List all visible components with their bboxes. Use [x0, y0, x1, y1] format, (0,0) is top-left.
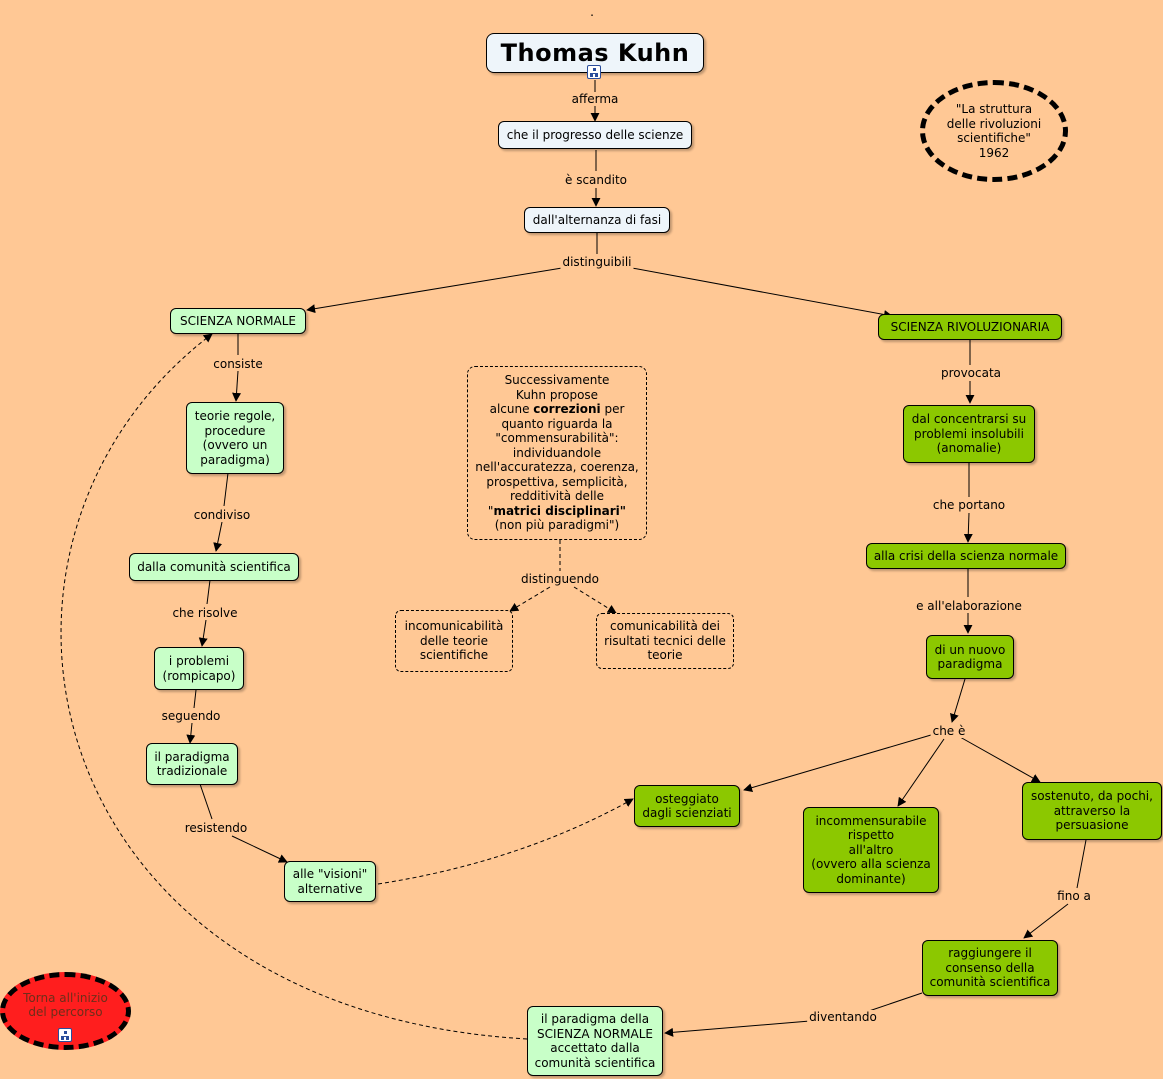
link-line	[509, 586, 551, 612]
node-crisi[interactable]: alla crisi della scienza normale	[866, 543, 1066, 569]
link-label-afferma: afferma	[569, 92, 621, 106]
node-paradigma-tradizionale[interactable]: il paradigma tradizionale	[146, 743, 238, 785]
link-line	[193, 689, 197, 709]
link-line	[186, 722, 196, 744]
node-teorie[interactable]: teorie regole, procedure (ovvero un para…	[186, 402, 284, 474]
link-line	[60, 333, 528, 1040]
node-nuovo-paradigma[interactable]: di un nuovo paradigma	[926, 635, 1014, 679]
link-line	[213, 521, 223, 552]
node-incommensurabile[interactable]: incommensurabile rispetto all'altro (ovv…	[803, 807, 939, 893]
correzioni-text: Successivamente Kuhn propose alcune corr…	[475, 373, 639, 533]
node-scienza-rivoluzionaria[interactable]: SCIENZA RIVOLUZIONARIA	[878, 314, 1062, 340]
link-line	[959, 736, 1041, 783]
link-line	[865, 992, 923, 1013]
top-mark: .	[590, 5, 594, 19]
link-line	[199, 783, 213, 820]
link-label-distinguendo: distinguendo	[518, 572, 602, 586]
node-sostenuto[interactable]: sostenuto, da pochi, attraverso la persu…	[1022, 782, 1162, 840]
link-line	[950, 678, 966, 723]
concept-map-link-icon[interactable]	[58, 1028, 72, 1042]
node-osteggiato[interactable]: osteggiato dagli scienziati	[634, 785, 740, 827]
node-incomunicabilita[interactable]: incomunicabilità delle teorie scientific…	[395, 610, 513, 672]
link-line	[1023, 903, 1069, 939]
link-line	[206, 579, 211, 605]
link-label-portano: che portano	[930, 498, 1008, 512]
link-label-fino-a: fino a	[1055, 889, 1093, 903]
node-correzioni[interactable]: Successivamente Kuhn propose alcune corr…	[467, 366, 647, 540]
node-visioni[interactable]: alle "visioni" alternative	[284, 861, 376, 902]
link-line	[573, 586, 617, 614]
concept-map-link-icon[interactable]	[587, 65, 601, 79]
link-line	[223, 472, 229, 507]
link-line	[743, 734, 932, 793]
link-line	[377, 798, 634, 885]
link-label-distinguibili: distinguibili	[560, 255, 634, 269]
link-line	[664, 1020, 811, 1037]
node-scienza-normale[interactable]: SCIENZA NORMALE	[170, 308, 306, 334]
link-label-provocata: provocata	[938, 366, 1004, 380]
link-label-resistendo: resistendo	[182, 821, 250, 835]
link-line	[231, 835, 288, 863]
link-line	[198, 619, 208, 647]
link-label-scandito: è scandito	[562, 173, 630, 187]
node-alternanza[interactable]: dall'alternanza di fasi	[524, 207, 670, 233]
link-line	[631, 267, 893, 319]
link-line	[1076, 839, 1087, 889]
node-raggiungere[interactable]: raggiungere il consenso della comunità s…	[922, 940, 1058, 996]
link-line	[963, 512, 973, 543]
node-paradigma-normale[interactable]: il paradigma della SCIENZA NORMALE accet…	[527, 1006, 663, 1076]
node-concentrarsi[interactable]: dal concentrarsi su problemi insolubili …	[903, 405, 1035, 463]
return-label: Torna all'inizio del percorso	[23, 990, 108, 1020]
node-struttura[interactable]: "La struttura delle rivoluzioni scientif…	[920, 80, 1068, 182]
link-label-diventando: diventando	[807, 1010, 879, 1024]
node-problemi[interactable]: i problemi (rompicapo)	[154, 647, 244, 690]
link-label-risolve: che risolve	[170, 606, 240, 620]
link-line	[232, 370, 242, 402]
link-line	[306, 267, 563, 314]
link-label-consiste: consiste	[211, 357, 265, 371]
link-label-elaborazione: e all'elaborazione	[914, 599, 1024, 613]
link-line	[897, 738, 945, 807]
link-label-seguendo: seguendo	[159, 709, 223, 723]
link-label-che-e: che è	[930, 724, 968, 738]
return-to-start-button[interactable]: Torna all'inizio del percorso	[0, 972, 131, 1050]
node-comunicabilita[interactable]: comunicabilità dei risultati tecnici del…	[596, 613, 734, 669]
link-label-condiviso: condiviso	[191, 508, 253, 522]
node-progresso[interactable]: che il progresso delle scienze	[498, 121, 692, 149]
node-comunita[interactable]: dalla comunità scientifica	[129, 553, 299, 581]
